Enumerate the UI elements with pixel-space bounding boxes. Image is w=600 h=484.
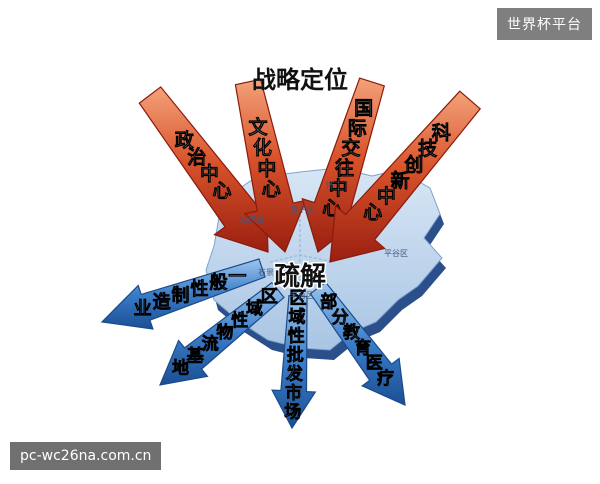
map-label-1: 延庆县 bbox=[240, 214, 264, 224]
inbound-arrow-2 bbox=[234, 78, 307, 254]
watermark-top: 世界杯平台 bbox=[497, 8, 592, 40]
diagram-title: 战略定位 bbox=[252, 66, 348, 94]
map-label-6: 丰台区 bbox=[290, 290, 314, 300]
outbound-arrow-label-2: 区域性物流基地 bbox=[172, 287, 278, 379]
inbound-arrow-label-2: 文化中心 bbox=[248, 116, 280, 201]
outbound-arrow-2 bbox=[159, 281, 285, 386]
inbound-arrow-label-1: 政治中心 bbox=[175, 129, 232, 202]
outbound-arrow-4 bbox=[309, 281, 406, 406]
inbound-arrow-label-4: 科技创新中心 bbox=[363, 121, 451, 223]
map-label-2: 昌平区 bbox=[290, 205, 314, 214]
inbound-arrow-label-3: 国际交往中心 bbox=[322, 98, 373, 220]
outbound-arrow-label-4: 部分教育医疗 bbox=[320, 292, 394, 389]
map-label-7: 怀 bbox=[326, 180, 334, 190]
watermark-bottom: pc-wc26na.com.cn bbox=[10, 442, 162, 470]
map-label-5: 城区 bbox=[310, 268, 326, 277]
map-label-4: 石景山区 bbox=[258, 267, 290, 277]
outbound-arrow-label-3: 区域性批发市场 bbox=[284, 289, 306, 423]
inbound-arrow-4 bbox=[329, 90, 482, 263]
outbound-arrow-3 bbox=[271, 294, 317, 430]
center-label: 疏解 bbox=[274, 261, 326, 292]
outbound-arrow-1 bbox=[100, 258, 266, 330]
map-label-3: 平谷区 bbox=[384, 249, 408, 258]
outbound-arrow-label-1: 一般性制造业 bbox=[134, 266, 247, 319]
